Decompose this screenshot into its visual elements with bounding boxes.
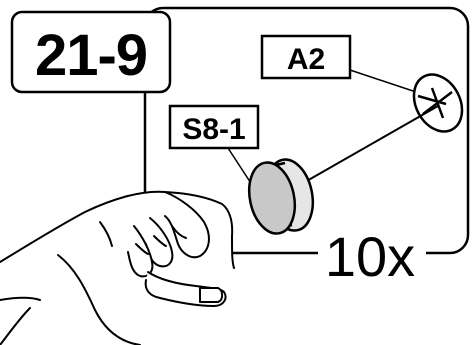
- phillips-screw-head-icon: [412, 73, 464, 133]
- fastener-label-box: [260, 34, 352, 80]
- step-number: 21-9: [35, 23, 147, 88]
- cap-label-box: [168, 104, 260, 150]
- alignment-line: [297, 105, 439, 187]
- fastener-label: A2: [287, 43, 325, 76]
- quantity-gap: [318, 238, 426, 268]
- quantity-label: 10x: [325, 225, 415, 288]
- panel-frame: [143, 6, 470, 255]
- hand-illustration-icon: [0, 190, 235, 345]
- cap-label: S8-1: [182, 113, 245, 146]
- cover-cap-icon: [247, 158, 315, 235]
- step-number-box: [10, 10, 172, 94]
